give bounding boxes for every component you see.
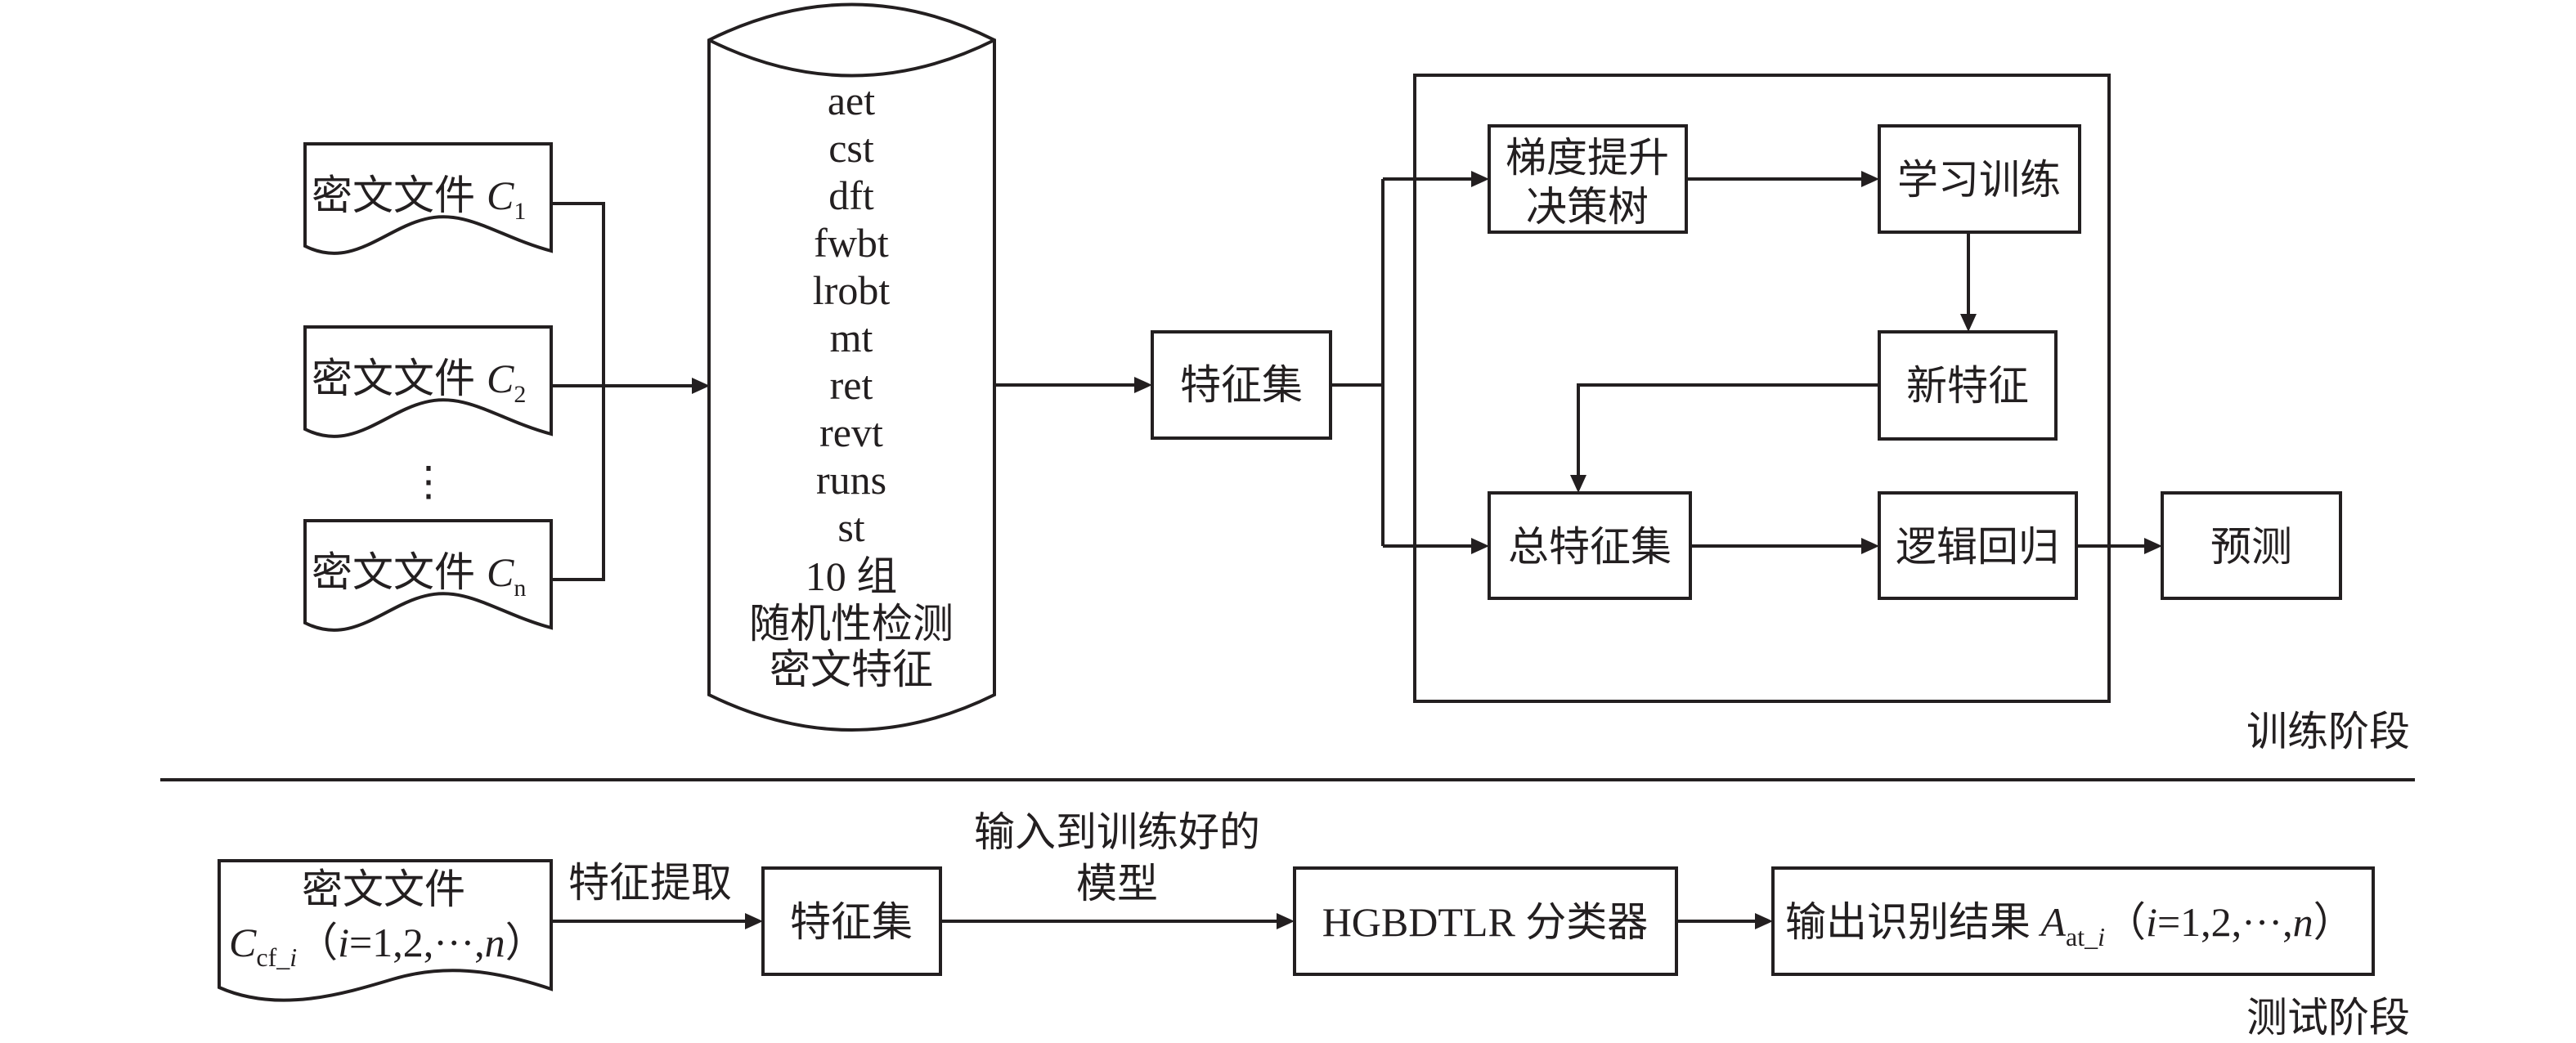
feature-extraction-label: 特征提取 <box>568 860 732 906</box>
document-shape <box>303 325 553 438</box>
arrow-to-gbdt <box>1471 171 1489 187</box>
learning-box: 学习训练 <box>1878 124 2081 234</box>
feature-store-text: aet cst dft fwbt lrobt mt ret revt runs … <box>749 78 954 692</box>
new-features-box: 新特征 <box>1878 330 2058 441</box>
classifier-label: HGBDTLR 分类器 <box>1322 899 1649 945</box>
prediction-box: 预测 <box>2161 491 2342 600</box>
total-feature-set-label: 总特征集 <box>1508 524 1672 570</box>
training-stage-label: 训练阶段 <box>2246 709 2410 754</box>
test-file-symbol: Ccf_i（i=1,2,···,n） <box>229 920 546 972</box>
feature-item: lrobt <box>813 267 891 313</box>
gbdt-label-line1: 梯度提升 <box>1506 135 1669 181</box>
test-file-label: 密文文件 <box>302 866 465 912</box>
learning-label: 学习训练 <box>1897 157 2061 203</box>
feature-item: dft <box>828 172 874 218</box>
merge-connector <box>551 202 702 581</box>
model-container <box>1413 74 2111 703</box>
arrow-to-feature-store <box>692 378 710 394</box>
logistic-regression-box: 逻辑回归 <box>1878 491 2078 600</box>
feature-item: aet <box>828 78 875 123</box>
document-shape <box>303 142 553 255</box>
arrow-to-new-features <box>1960 314 1977 332</box>
model-input-label-line1: 输入到训练好的 <box>974 809 1260 855</box>
cylinder-top-rim <box>708 38 995 78</box>
classifier-box: HGBDTLR 分类器 <box>1293 866 1678 976</box>
arrow-down-to-total <box>1570 475 1586 493</box>
arrow-to-output <box>1755 913 1773 929</box>
output-box: 输出识别结果 Aat_i（i=1,2,···,n） <box>1771 866 2375 976</box>
feature-item: mt <box>830 315 873 360</box>
feature-item: fwbt <box>814 220 889 266</box>
arrow-to-logistic <box>1861 538 1879 554</box>
prediction-label: 预测 <box>2210 524 2292 570</box>
gbdt-label-line2: 决策树 <box>1526 184 1649 230</box>
logistic-regression-label: 逻辑回归 <box>1896 524 2059 570</box>
feature-item: revt <box>819 410 883 455</box>
cylinder-body <box>707 2 996 732</box>
test-feature-set-box: 特征集 <box>761 866 942 976</box>
feature-item: st <box>837 504 864 550</box>
output-label: 输出识别结果 Aat_i（i=1,2,···,n） <box>1785 899 2354 951</box>
testing-stage-label: 测试阶段 <box>2246 995 2410 1041</box>
feature-item: ret <box>830 362 873 408</box>
gbdt-box: 梯度提升 决策树 <box>1488 124 1688 234</box>
feature-caption: 密文特征 <box>770 647 933 692</box>
arrow-to-total-feature-set <box>1471 538 1489 554</box>
model-input-label-line2: 模型 <box>1076 861 1158 906</box>
feature-caption: 随机性检测 <box>749 601 954 647</box>
arrow-to-prediction <box>2144 538 2162 554</box>
test-feature-set-label: 特征集 <box>790 899 913 945</box>
testing-phase: 密文文件 Ccf_i（i=1,2,···,n） 特征提取 特征集 输入到训练好的… <box>218 809 2410 1041</box>
connector-new-features-to-total <box>1577 383 1879 485</box>
feature-item: runs <box>816 457 886 503</box>
feature-caption: 10 组 <box>806 553 898 599</box>
arrow-to-test-feature-set <box>745 913 763 929</box>
total-feature-set-box: 总特征集 <box>1488 491 1692 600</box>
document-shape <box>218 859 553 1002</box>
ellipsis: ⋮ <box>408 459 449 504</box>
feature-store-cylinder: aet cst dft fwbt lrobt mt ret revt runs … <box>707 2 996 732</box>
arrow-to-learning <box>1861 171 1879 187</box>
new-features-label: 新特征 <box>1906 363 2029 409</box>
branch-connector <box>1331 177 1481 548</box>
arrow-to-classifier <box>1277 913 1295 929</box>
feature-set-label: 特征集 <box>1180 362 1303 408</box>
feature-item: cst <box>828 125 874 171</box>
document-shape <box>303 519 553 632</box>
test-ciphertext-file: 密文文件 Ccf_i（i=1,2,···,n） <box>218 859 553 1002</box>
feature-set-box: 特征集 <box>1151 330 1332 440</box>
arrow-to-feature-set <box>1134 377 1152 393</box>
